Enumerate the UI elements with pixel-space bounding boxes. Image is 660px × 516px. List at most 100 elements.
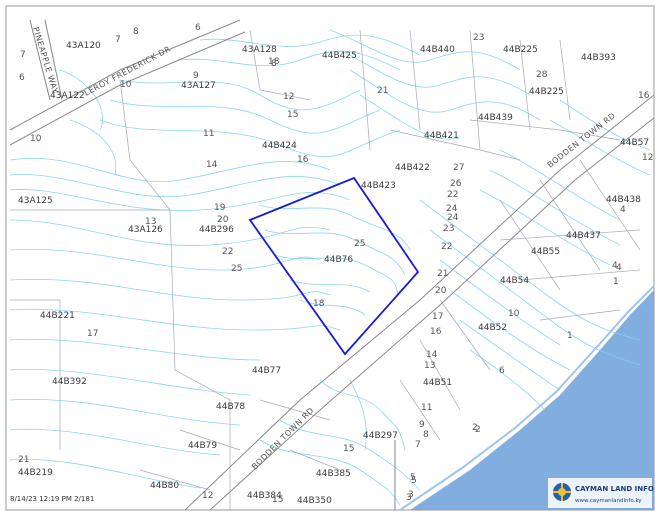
parcel-label: 44B79 — [188, 441, 217, 451]
print-timestamp: 8/14/23 12:19 PM 2/181 — [10, 495, 94, 503]
parcel-label: 44B385 — [316, 469, 351, 479]
lot-number: 18 — [268, 57, 280, 67]
lot-number: 10 — [508, 309, 520, 319]
lot-number: 20 — [217, 215, 229, 225]
lot-number: 7 — [20, 50, 26, 60]
lot-number: 22 — [441, 242, 452, 252]
shoreline — [399, 285, 655, 511]
brand-url: www.caymanlandinfo.ky — [575, 498, 642, 504]
parcel-label: 44B421 — [424, 131, 459, 141]
lot-number: 25 — [354, 239, 365, 249]
parcel-label: 43A127 — [181, 81, 216, 91]
lot-number: 10 — [30, 134, 42, 144]
lot-number: 22 — [222, 247, 233, 257]
parcel-label: 43A125 — [18, 196, 53, 206]
lot-number: 21 — [18, 455, 29, 465]
lot-number: 11 — [203, 129, 214, 139]
lot-number: 6 — [499, 366, 505, 376]
lot-number: 4 — [620, 205, 626, 215]
parcel-label: 44B225 — [503, 45, 538, 55]
parcel-label: 44B393 — [581, 53, 616, 63]
lot-number: 9 — [193, 71, 199, 81]
lot-number: 23 — [473, 33, 484, 43]
lot-number: 27 — [453, 163, 464, 173]
contour-lines — [9, 29, 651, 506]
lot-number: 8 — [423, 430, 429, 440]
lot-number: 23 — [443, 224, 454, 234]
lot-number: 17 — [87, 329, 98, 339]
roads — [9, 19, 655, 511]
parcel-label: 44B51 — [423, 378, 452, 388]
lot-number: 1 — [613, 277, 619, 287]
lot-number: 24 — [446, 204, 458, 214]
parcel-labels: 43A120 43A122 43A128 43A127 44B425 44B44… — [18, 41, 649, 506]
lot-number: 11 — [421, 403, 432, 413]
parcel-label: 44B76 — [324, 255, 353, 265]
brand-name: CAYMAN LAND INFO — [575, 485, 654, 493]
parcel-label: 44B440 — [420, 45, 455, 55]
parcel-label: 44B350 — [297, 496, 332, 506]
lot-numbers: 7 8 6 23 9 12 21 15 11 16 14 19 20 22 25… — [18, 23, 653, 505]
parcel-label: 44B425 — [322, 51, 357, 61]
lot-number: 13 — [145, 217, 156, 227]
lot-number: 24 — [447, 213, 459, 223]
lot-number: 4 — [616, 263, 622, 273]
lot-number: 4 — [612, 261, 618, 271]
parcel-label: 44B438 — [606, 195, 641, 205]
parcel-label: 43A128 — [242, 45, 277, 55]
lot-number: 2 — [472, 423, 478, 433]
lot-number: 21 — [437, 269, 448, 279]
lot-number: 15 — [343, 444, 354, 454]
lot-number: 12 — [283, 92, 294, 102]
lot-number: 8 — [271, 59, 277, 69]
parcel-label: 44B77 — [252, 366, 281, 376]
parcel-label: 44B221 — [40, 311, 75, 321]
lot-number: 18 — [313, 299, 325, 309]
lot-number: 14 — [426, 350, 438, 360]
lot-number: 6 — [195, 23, 201, 33]
parcel-label: 44B219 — [18, 468, 53, 478]
lot-number: 22 — [447, 190, 458, 200]
brand-badge: CAYMAN LAND INFO www.caymanlandinfo.ky — [548, 478, 654, 508]
lot-number: 9 — [419, 420, 425, 430]
lot-number: 15 — [287, 110, 298, 120]
lot-number: 26 — [450, 179, 462, 189]
selected-parcel-outline — [248, 176, 420, 356]
lot-number: 1 — [567, 331, 573, 341]
parcel-label: 44B55 — [531, 247, 560, 257]
sea-area — [410, 290, 654, 510]
lot-number: 15 — [272, 495, 283, 505]
parcel-label: 44B392 — [52, 377, 87, 387]
lot-number: 7 — [415, 440, 421, 450]
parcel-label: 43A120 — [66, 41, 101, 51]
lot-number: 20 — [435, 286, 447, 296]
parcel-label: 44B439 — [478, 113, 513, 123]
lot-number: 16 — [638, 91, 650, 101]
parcel-label: 44B78 — [216, 402, 245, 412]
lot-number: 7 — [115, 35, 121, 45]
lot-number: 25 — [231, 264, 242, 274]
parcel-label: 44B54 — [500, 276, 529, 286]
parcel-label: 44B424 — [262, 141, 297, 151]
parcel-label: 44B296 — [199, 225, 234, 235]
lot-number: 6 — [19, 73, 25, 83]
lot-number: 2 — [475, 425, 481, 435]
lot-number: 19 — [214, 203, 226, 213]
lot-number: 28 — [536, 70, 548, 80]
parcel-label: 43A122 — [50, 91, 85, 101]
parcel-label: 44B225 — [529, 87, 564, 97]
lot-number: 13 — [424, 361, 435, 371]
lot-number: 5 — [410, 473, 416, 483]
parcel-label: 44B437 — [566, 231, 601, 241]
parcel-label: 44B384 — [247, 491, 282, 501]
lot-number: 3 — [406, 493, 412, 503]
parcel-label: 43A126 — [128, 225, 163, 235]
lot-number: 12 — [642, 153, 653, 163]
lot-number: 21 — [377, 86, 388, 96]
lot-number: 14 — [206, 160, 218, 170]
lot-number: 3 — [408, 490, 414, 500]
parcel-label: 44B52 — [478, 323, 507, 333]
parcel-label: 44B80 — [150, 481, 179, 491]
parcel-label: 44B423 — [361, 181, 396, 191]
